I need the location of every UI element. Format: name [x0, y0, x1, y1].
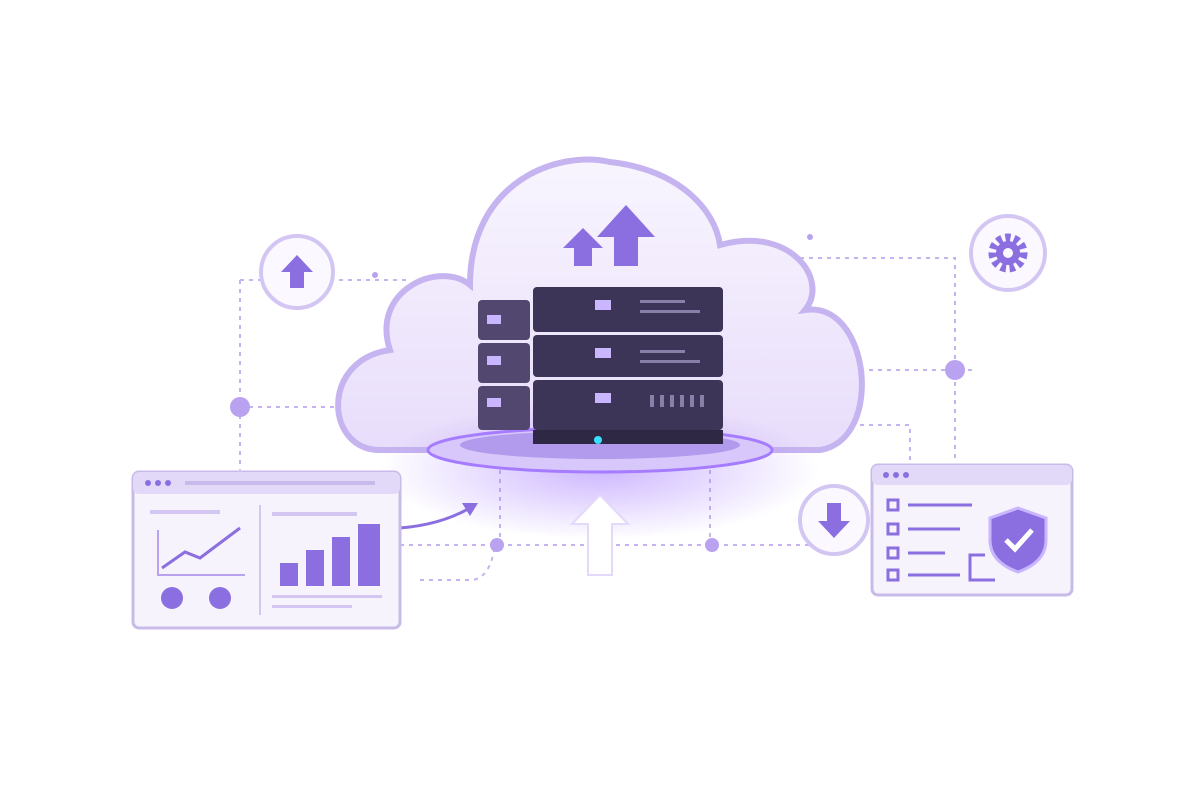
checklist-icon [886, 498, 972, 582]
line-chart-icon [150, 510, 245, 576]
upload-arrows-icon [563, 205, 655, 266]
server-unit-3 [478, 380, 723, 430]
connector-nodes [230, 234, 965, 552]
security-window [870, 463, 1074, 597]
bar-chart-icon [272, 512, 382, 608]
return-arrow [968, 553, 995, 582]
analytics-window [131, 470, 402, 630]
cloud-small-icons [161, 587, 231, 609]
server-unit-2 [478, 335, 723, 383]
upload-arrow-icon [569, 493, 631, 576]
server-stack-icon [478, 287, 723, 444]
flow-arrow-head [462, 503, 478, 516]
shield-check-icon [988, 506, 1048, 574]
flow-arrow [399, 506, 471, 530]
upload-button-icon [259, 234, 335, 310]
gear-icon [969, 214, 1047, 292]
server-unit-1 [478, 287, 723, 340]
download-arrow-icon [798, 484, 870, 556]
